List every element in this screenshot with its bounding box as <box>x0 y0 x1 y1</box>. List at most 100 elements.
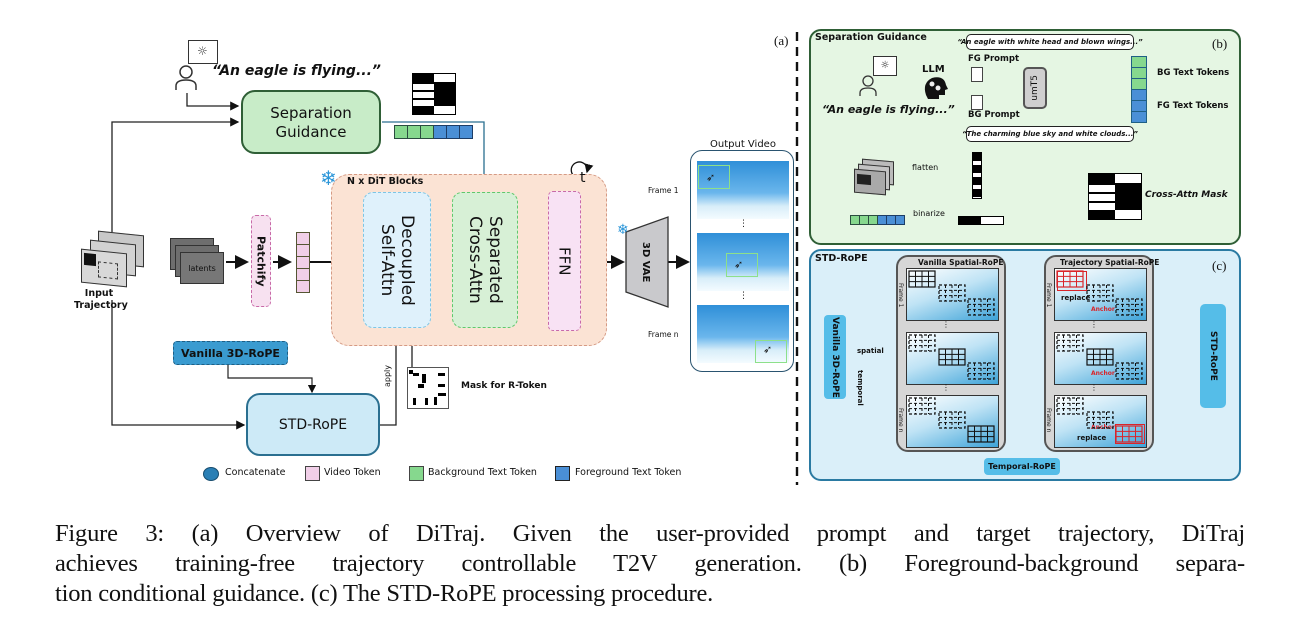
cross-attn-mask-thumbnail <box>412 73 456 115</box>
position-grid <box>1056 397 1084 415</box>
trajectory-frame-1-label: Frame 1 <box>1045 283 1052 308</box>
anchor-label: Anchor <box>1091 370 1115 377</box>
input-trajectory-line1: Input <box>84 288 114 299</box>
separation-guidance-block: Separation Guidance <box>241 90 381 154</box>
lightbulb-bubble-icon: ☼ <box>188 40 218 64</box>
text-token-row <box>394 125 473 139</box>
frame-ellipsis: ⋮ <box>739 291 748 301</box>
output-video-panel: ➶ ⋮ ➶ ⋮ ➶ <box>690 150 794 372</box>
panel-label-c: (c) <box>1212 258 1227 273</box>
frame-1-label: Frame 1 <box>648 186 679 195</box>
ffn-block: FFN <box>548 191 581 331</box>
mask-for-r-token-label: Mask for R-Token <box>461 381 547 391</box>
vanilla-3d-rope-label-c: Vanilla 3D-RoPE <box>830 316 840 398</box>
vae-label: 3D VAE <box>640 242 651 283</box>
patchify-block: Patchify <box>251 215 271 307</box>
flatten-label: flatten <box>912 163 939 172</box>
bg-text-token-swatch <box>409 466 424 481</box>
position-grid <box>967 298 995 316</box>
timestep-label: t <box>580 170 586 186</box>
vanilla-3d-rope-block: Vanilla 3D-RoPE <box>173 341 288 365</box>
user-icon <box>859 75 877 96</box>
std-rope-panel-title: STD-RoPE <box>815 253 868 264</box>
position-grid <box>938 284 966 302</box>
ellipsis: ⋮ <box>942 320 950 329</box>
position-grid <box>908 397 936 415</box>
umt5-encoder-block: umT5 <box>1023 67 1047 109</box>
vanilla-spatial-rope-title: Vanilla Spatial-RoPE <box>918 258 1004 267</box>
user-icon <box>175 65 197 90</box>
output-frame-mid: ➶ <box>697 233 789 291</box>
fg-text-tokens-label: FG Text Tokens <box>1157 101 1229 111</box>
ellipsis: ⋮ <box>1090 383 1098 392</box>
decoupled-line2: Self-Attn <box>377 223 397 297</box>
vae-snowflake-icon: ❄ <box>617 222 629 238</box>
lightbulb-bubble-icon: ☼ <box>873 56 897 76</box>
std-rope-output-block: STD-RoPE <box>1200 304 1226 408</box>
binarize-label: binarize <box>913 209 945 218</box>
output-video-title: Output Video <box>710 139 776 150</box>
replace-label: replace <box>1077 434 1107 442</box>
panel-label-b: (b) <box>1212 36 1228 51</box>
latents-block: latents <box>180 252 224 284</box>
trajectory-bbox <box>755 340 787 363</box>
temporal-label: temporal <box>856 370 864 406</box>
flattened-mask-column <box>972 152 982 199</box>
legend-concatenate: Concatenate <box>225 467 286 478</box>
std-rope-block: STD-RoPE <box>246 393 380 456</box>
vanilla-3d-rope-block-c: Vanilla 3D-RoPE <box>824 315 846 399</box>
text-token-row-b <box>850 215 905 225</box>
cross-attn-mask-label: Cross-Attn Mask <box>1145 190 1228 200</box>
figure-diagram: ☼ “An eagle is flying...” Separation Gui… <box>74 29 1241 485</box>
spatial-label: spatial <box>857 347 884 355</box>
std-rope-output-label: STD-RoPE <box>1208 331 1218 381</box>
ellipsis: ⋮ <box>1090 320 1098 329</box>
bg-prompt-text: “The charming blue sky and white clouds.… <box>962 126 1138 142</box>
bg-text-tokens-label: BG Text Tokens <box>1157 68 1230 78</box>
fg-prompt-text: “An eagle with white head and blown wing… <box>957 34 1143 50</box>
llm-label: LLM <box>922 64 945 75</box>
position-grid <box>908 334 936 352</box>
figure-caption: Figure 3: (a) Overview of DiTraj. Given … <box>55 519 1245 609</box>
separated-cross-attn-block: Separated Cross-Attn <box>452 192 518 328</box>
frozen-snowflake-icon: ❄ <box>320 166 337 190</box>
separated-line1: Separated <box>485 216 505 304</box>
video-token-swatch <box>305 466 320 481</box>
caption-line-2: achieves training-free trajectory contro… <box>55 550 1245 577</box>
separation-guidance-line1: Separation <box>270 104 352 122</box>
ffn-label: FFN <box>555 246 574 276</box>
panel-label-a: (a) <box>774 33 789 48</box>
anchor-label: Anchor <box>1091 306 1115 313</box>
bg-prompt-label: BG Prompt <box>968 110 1020 120</box>
dit-blocks-label: N x DiT Blocks <box>347 176 424 187</box>
trajectory-bbox <box>726 253 758 277</box>
fg-text-token-swatch <box>555 466 570 481</box>
vanilla-frame-1-label: Frame 1 <box>897 283 904 308</box>
user-prompt-text: “An eagle is flying...” <box>212 63 381 79</box>
r-token-mask <box>407 367 449 409</box>
trajectory-spatial-rope-title: Trajectory Spatial-RoPE <box>1060 258 1160 267</box>
position-grid <box>1115 362 1143 380</box>
separation-user-prompt: “An eagle is flying...” <box>822 103 955 116</box>
frame-ellipsis: ⋮ <box>739 219 748 229</box>
position-grid <box>967 362 995 380</box>
position-grid <box>1086 284 1114 302</box>
vanilla-frame-n-label: Frame n <box>897 408 904 433</box>
position-grid <box>938 411 966 429</box>
text-token-stack <box>1131 56 1147 123</box>
decoupled-line1: Decoupled <box>397 214 417 306</box>
patchify-label: Patchify <box>254 235 268 287</box>
position-grid <box>908 270 936 288</box>
output-frame-n: ➶ <box>697 305 789 363</box>
input-trajectory-label: Input Trajectory <box>74 288 128 312</box>
position-grid <box>1115 298 1143 316</box>
llm-head-icon <box>924 77 948 99</box>
separation-panel-title: Separation Guidance <box>815 32 927 43</box>
fg-document-icon <box>971 67 983 82</box>
position-grid <box>967 425 995 443</box>
std-rope-panel <box>809 249 1241 481</box>
position-grid <box>1056 334 1084 352</box>
position-grid <box>938 348 966 366</box>
position-grid <box>1056 270 1084 288</box>
separated-line2: Cross-Attn <box>465 216 485 304</box>
